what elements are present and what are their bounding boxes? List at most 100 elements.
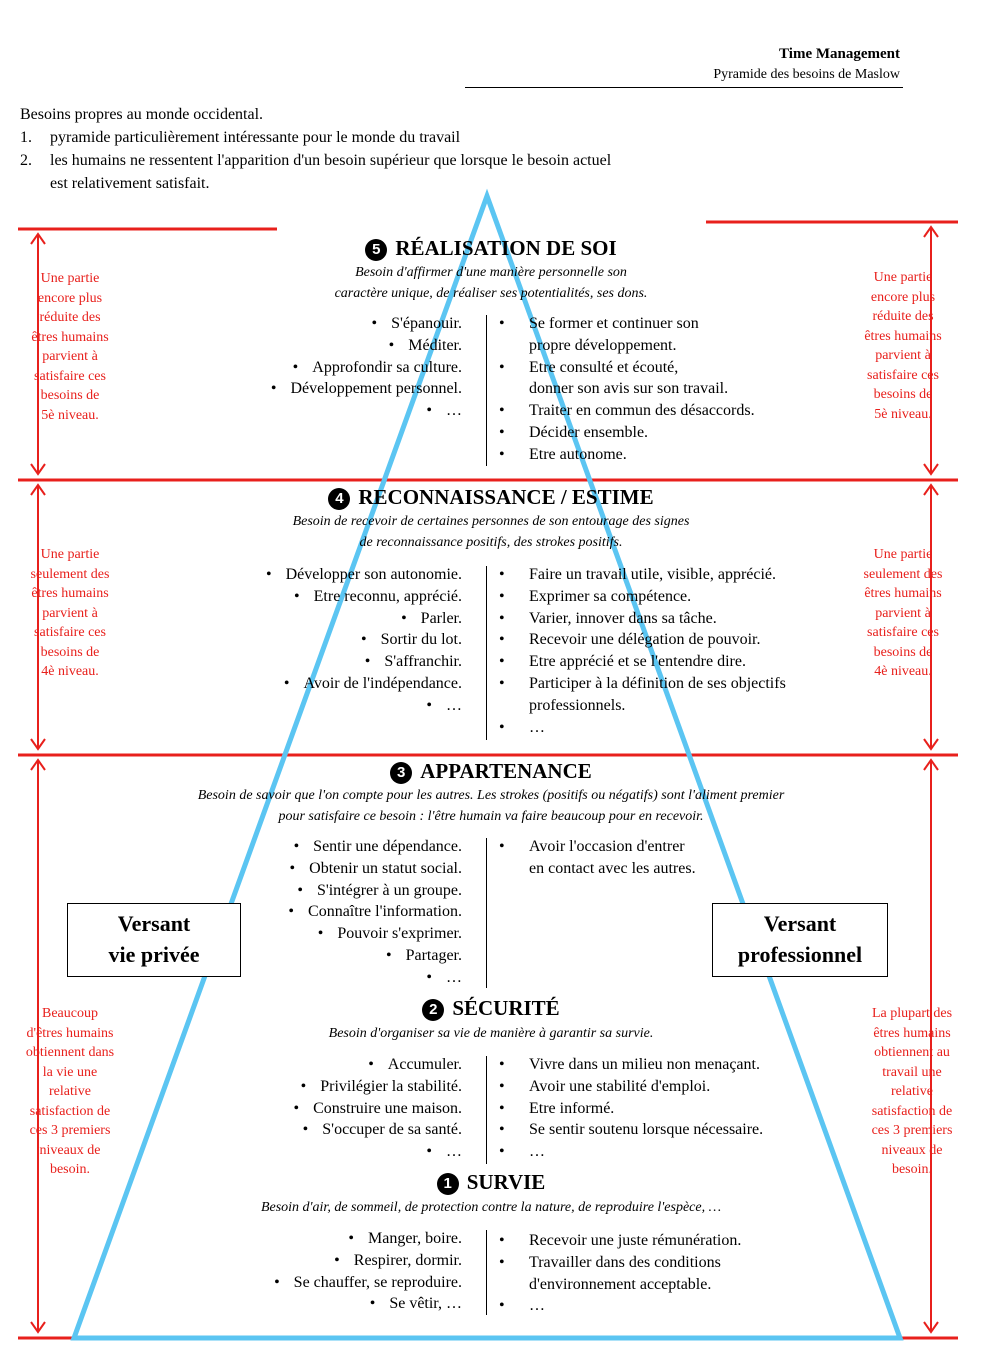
column-divider: [486, 1230, 487, 1315]
list-item: Sentir une dépendance.: [288, 836, 462, 858]
list-item: Exprimer sa compétence.: [499, 586, 786, 608]
arrow-head: [30, 483, 46, 496]
level-5-description: Besoin d'affirmer d'une manière personne…: [0, 262, 982, 304]
document-subtitle: Pyramide des besoins de Maslow: [713, 67, 900, 82]
arrow-head: [923, 483, 939, 496]
intro-item-text: les humains ne ressentent l'apparition d…: [50, 152, 612, 169]
arrow-head: [923, 738, 939, 751]
list-item: Développer son autonomie.: [266, 564, 462, 586]
arrow-head: [923, 758, 939, 771]
arrow-head: [30, 738, 46, 751]
list-item: Etre informé.: [499, 1098, 763, 1120]
level-number-badge: 4: [328, 488, 351, 510]
level-4-professional-list: Faire un travail utile, visible, appréci…: [499, 564, 786, 738]
list-item-continuation: professionnels.: [529, 696, 626, 714]
level-title-text: SÉCURITÉ: [452, 996, 560, 1020]
description-line: Besoin d'affirmer d'une manière personne…: [355, 265, 627, 280]
list-item: Se vêtir, …: [274, 1293, 462, 1315]
list-item: Varier, innover dans sa tâche.: [499, 608, 786, 630]
list-item: Etre apprécié et se l'entendre dire.: [499, 651, 786, 673]
list-item: Avoir une stabilité d'emploi.: [499, 1076, 763, 1098]
level-2-professional-list: Vivre dans un milieu non menaçant. Avoir…: [499, 1054, 763, 1163]
list-item: Construire une maison.: [294, 1098, 462, 1120]
annotation-right-4: Une partie seulement des êtres humains p…: [863, 547, 943, 679]
level-4-private-list: Développer son autonomie. Etre reconnu, …: [266, 564, 462, 717]
list-item: Méditer.: [271, 335, 462, 357]
list-item: …: [266, 695, 462, 717]
intro-item-2: 2. les humains ne ressentent l'apparitio…: [20, 149, 611, 172]
list-item: Développement personnel.: [271, 378, 463, 400]
list-item: Obtenir un statut social.: [288, 858, 462, 880]
list-item: Approfondir sa culture.: [271, 357, 462, 379]
annotation-left-4: Une partie seulement des êtres humains p…: [30, 547, 110, 679]
level-1-professional-list: Recevoir une juste rémunération. Travail…: [499, 1230, 741, 1317]
list-item: Traiter en commun des désaccords.: [499, 400, 755, 422]
list-item: S'occuper de sa santé.: [294, 1119, 462, 1141]
arrow-head: [30, 463, 46, 476]
level-title-text: RECONNAISSANCE / ESTIME: [358, 485, 654, 509]
list-item: …: [271, 400, 462, 422]
arrow-head: [30, 1321, 46, 1334]
level-4-title: 4 RECONNAISSANCE / ESTIME: [0, 485, 982, 510]
level-title-text: SURVIE: [466, 1170, 546, 1194]
level-1-description: Besoin d'air, de sommeil, de protection …: [0, 1197, 982, 1218]
list-item: Parler.: [266, 608, 462, 630]
list-item: …: [499, 1141, 763, 1163]
list-item: Faire un travail utile, visible, appréci…: [499, 564, 786, 586]
list-item: Recevoir une délégation de pouvoir.: [499, 629, 786, 651]
list-item: Etre reconnu, apprécié.: [266, 586, 462, 608]
list-item: Se sentir soutenu lorsque nécessaire.: [499, 1119, 763, 1141]
column-divider: [486, 1056, 487, 1164]
list-item: Travailler dans des conditions: [499, 1252, 741, 1274]
list-item: Manger, boire.: [274, 1228, 462, 1250]
level-3-description: Besoin de savoir que l'on compte pour le…: [0, 785, 982, 827]
list-item: Avoir l'occasion d'entrer: [499, 836, 696, 858]
pyramid-outline: [70, 188, 904, 1341]
list-item: Décider ensemble.: [499, 422, 755, 444]
list-item: Vivre dans un milieu non menaçant.: [499, 1054, 763, 1076]
list-item: Privilégier la stabilité.: [294, 1076, 462, 1098]
level-number-badge: 5: [365, 239, 388, 261]
description-line: Besoin d'organiser sa vie de manière à g…: [328, 1026, 654, 1041]
description-line: caractère unique, de réaliser ses potent…: [334, 286, 648, 301]
level-title-text: APPARTENANCE: [420, 759, 592, 783]
level-1-private-list: Manger, boire. Respirer, dormir. Se chau…: [274, 1228, 462, 1315]
annotation-right-5: Une partie encore plus réduite des êtres…: [864, 270, 942, 422]
list-item: Se former et continuer son: [499, 313, 755, 335]
versant-professionnel-label: Versant professionnel: [737, 911, 863, 967]
list-item: Accumuler.: [294, 1054, 462, 1076]
description-line: Besoin de recevoir de certaines personne…: [292, 514, 690, 529]
intro-item-continuation: est relativement satisfait.: [50, 175, 210, 192]
list-item: Etre consulté et écouté,: [499, 357, 755, 379]
column-divider: [486, 315, 487, 466]
versant-vie-privee-box: Versant vie privée: [67, 903, 241, 977]
intro-line: Besoins propres au monde occidental.: [20, 106, 264, 123]
list-item: Recevoir une juste rémunération.: [499, 1230, 741, 1252]
list-item-continuation: en contact avec les autres.: [529, 859, 696, 877]
list-item-continuation: d'environnement acceptable.: [529, 1275, 712, 1293]
intro-item-number: 2.: [20, 152, 32, 169]
versant-vie-privee-label: Versant vie privée: [108, 911, 200, 967]
arrow-head: [923, 463, 939, 476]
intro-item-1: 1. pyramide particulièrement intéressant…: [20, 126, 611, 149]
document-title: Time Management: [779, 46, 900, 62]
level-5-private-list: S'épanouir. Méditer. Approfondir sa cult…: [271, 313, 463, 422]
list-item: …: [499, 717, 786, 739]
column-divider: [486, 566, 487, 740]
list-item: …: [499, 1295, 741, 1317]
list-item: Participer à la définition de ses object…: [499, 673, 786, 695]
range-arrows: [30, 225, 939, 1334]
column-divider: [486, 838, 487, 988]
list-item: Se chauffer, se reproduire.: [274, 1272, 462, 1294]
list-item: Sortir du lot.: [266, 629, 462, 651]
versant-professionnel-box: Versant professionnel: [712, 903, 888, 977]
list-item-continuation: donner son avis sur son travail.: [529, 380, 729, 398]
annotation-left-5: Une partie encore plus réduite des êtres…: [31, 271, 109, 423]
list-item-continuation: propre développement.: [529, 336, 677, 354]
annotation-left-bottom: Beaucoup d'êtres humains obtiennent dans…: [25, 1006, 115, 1177]
level-2-private-list: Accumuler. Privilégier la stabilité. Con…: [294, 1054, 462, 1163]
description-line: Besoin d'air, de sommeil, de protection …: [260, 1200, 722, 1215]
